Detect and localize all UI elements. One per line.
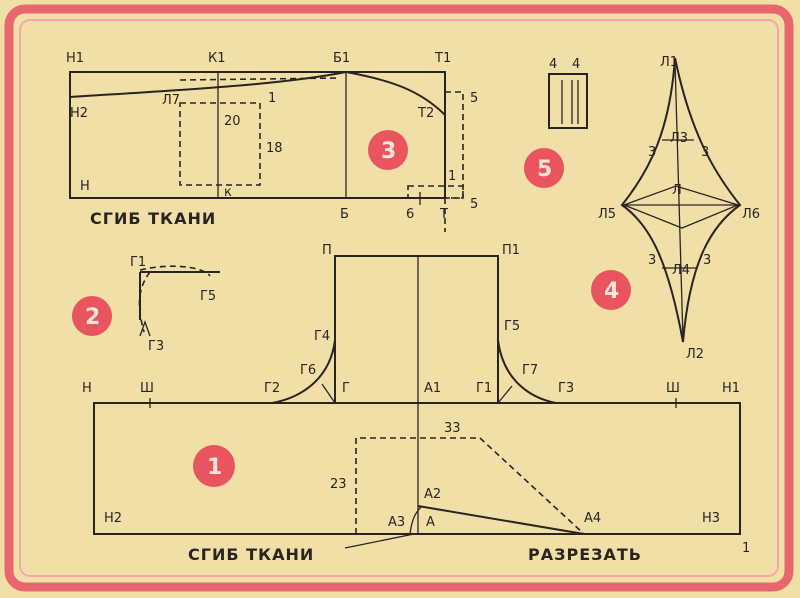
label-L7: Л7 bbox=[162, 93, 180, 108]
label-B: Б bbox=[340, 207, 349, 222]
label-T2: Т2 bbox=[417, 106, 434, 121]
label-G4: Г4 bbox=[314, 329, 330, 344]
label-G3: Г3 bbox=[558, 381, 574, 396]
label-dim-33: 33 bbox=[444, 421, 461, 436]
label-A: А bbox=[426, 515, 435, 530]
label-G1: Г1 bbox=[476, 381, 492, 396]
label-N3: Н3 bbox=[702, 511, 720, 526]
label-A1: А1 bbox=[424, 381, 441, 396]
label-L1: Л1 bbox=[660, 55, 678, 70]
part3-pocket-dashed bbox=[179, 102, 261, 186]
svg-text:5: 5 bbox=[537, 157, 552, 182]
badge-2: 2 bbox=[72, 296, 112, 336]
label-N1: Н1 bbox=[722, 381, 740, 396]
label-1-small: 1 bbox=[448, 169, 456, 184]
pattern-part-2: Г1 Г5 Г3 bbox=[130, 255, 220, 354]
label-A3: А3 bbox=[388, 515, 405, 530]
part4-center-vertical bbox=[674, 61, 684, 341]
part1-body bbox=[93, 402, 741, 535]
label-G5: Г5 bbox=[504, 319, 520, 334]
part2-arc-side bbox=[138, 271, 151, 333]
part1-line-a2-a4 bbox=[417, 505, 585, 535]
page-frame-inner bbox=[19, 19, 779, 577]
label-G6: Г6 bbox=[300, 363, 316, 378]
part1-dashed-pocket bbox=[355, 437, 585, 535]
label-P1: П1 bbox=[502, 243, 520, 258]
label-G1-part2: Г1 bbox=[130, 255, 146, 270]
label-3-b: 3 bbox=[701, 145, 709, 160]
label-6: 6 bbox=[406, 207, 414, 222]
part1-collar bbox=[334, 255, 499, 403]
label-L6: Л6 bbox=[742, 207, 760, 222]
pattern-part-4: Л1 Л3 Л Л5 Л6 Л4 Л2 3 3 3 3 bbox=[598, 55, 760, 362]
label-G: Г bbox=[342, 381, 350, 396]
label-G3-part2: Г3 bbox=[148, 339, 164, 354]
label-3-d: 3 bbox=[703, 253, 711, 268]
part5-label-right: 4 bbox=[572, 57, 580, 72]
label-L: Л bbox=[672, 183, 682, 198]
svg-text:4: 4 bbox=[604, 279, 619, 304]
fold-label-part1: СГИБ ТКАНИ bbox=[188, 545, 314, 564]
label-N2-part3: Н2 bbox=[70, 106, 88, 121]
label-L4: Л4 bbox=[672, 263, 690, 278]
label-B1: Б1 bbox=[333, 51, 350, 66]
pattern-part-1: Н Ш Г2 Г6 Г Г4 П П1 А1 Г1 Г5 Г7 Г3 Ш Н1 … bbox=[82, 243, 750, 564]
label-5-bottom: 5 bbox=[470, 197, 478, 212]
label-N: Н bbox=[82, 381, 92, 396]
badge-4: 4 bbox=[591, 270, 631, 310]
pattern-part-3: Н1 К1 Б1 Т1 Н2 Л7 1 Т2 5 20 18 Н к Б 1 6… bbox=[66, 51, 478, 232]
part5-outline bbox=[548, 73, 588, 129]
label-5-top: 5 bbox=[470, 91, 478, 106]
svg-text:1: 1 bbox=[207, 455, 222, 480]
label-T1: Т1 bbox=[434, 51, 451, 66]
badge-1: 1 bbox=[193, 445, 235, 487]
label-L5: Л5 bbox=[598, 207, 616, 222]
label-L2: Л2 bbox=[686, 347, 704, 362]
part1-curve-left bbox=[271, 339, 336, 404]
label-1-part3: 1 bbox=[268, 91, 276, 106]
label-G5-part2: Г5 bbox=[200, 289, 216, 304]
label-G2: Г2 bbox=[264, 381, 280, 396]
part3-dashed-top bbox=[179, 77, 341, 81]
label-K: к bbox=[224, 185, 232, 200]
label-3-a: 3 bbox=[648, 145, 656, 160]
label-T: Т bbox=[439, 207, 448, 222]
label-1: 1 bbox=[742, 541, 750, 556]
label-Sh-right: Ш bbox=[666, 381, 680, 396]
label-dim-23: 23 bbox=[330, 477, 347, 492]
part5-label-left: 4 bbox=[549, 57, 557, 72]
label-N1-part3: Н1 bbox=[66, 51, 84, 66]
part3-outline bbox=[69, 71, 446, 199]
cut-label: РАЗРЕЗАТЬ bbox=[528, 545, 642, 564]
label-P: П bbox=[322, 243, 332, 258]
page-frame bbox=[4, 4, 794, 592]
label-dim-20: 20 bbox=[224, 114, 241, 129]
label-A2: А2 bbox=[424, 487, 441, 502]
part1-curve-right bbox=[497, 339, 557, 404]
part4-outline bbox=[620, 57, 742, 343]
badge-3: 3 bbox=[368, 130, 408, 170]
label-G7: Г7 bbox=[522, 363, 538, 378]
label-A4: А4 bbox=[584, 511, 601, 526]
label-L3: Л3 bbox=[670, 131, 688, 146]
label-K1: К1 bbox=[208, 51, 226, 66]
label-N-part3: Н bbox=[80, 179, 90, 194]
label-dim-18: 18 bbox=[266, 141, 283, 156]
label-3-c: 3 bbox=[648, 253, 656, 268]
part3-curve bbox=[69, 70, 446, 116]
svg-text:3: 3 bbox=[381, 139, 396, 164]
pattern-part-5: 4 4 bbox=[548, 57, 588, 129]
fold-label-part3: СГИБ ТКАНИ bbox=[90, 209, 216, 228]
svg-text:2: 2 bbox=[85, 305, 100, 330]
label-N2: Н2 bbox=[104, 511, 122, 526]
part3-dashed-bottom bbox=[407, 185, 464, 199]
badge-5: 5 bbox=[524, 148, 564, 188]
label-Sh-left: Ш bbox=[140, 381, 154, 396]
